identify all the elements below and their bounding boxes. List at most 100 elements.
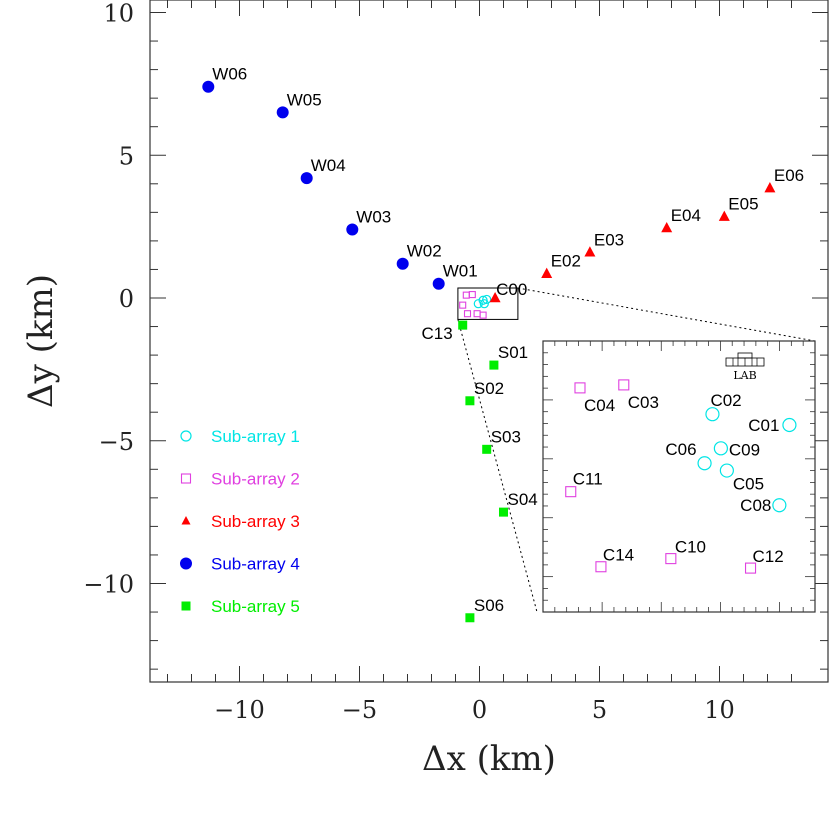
inset-point-label: C01 [748,416,779,435]
x-axis-title: Δx (km) [422,739,556,779]
data-point [465,613,475,623]
point-label: W05 [287,90,322,109]
x-tick-label: 10 [704,696,735,724]
data-point [764,182,776,193]
data-point [463,310,472,318]
inset-point-label: C09 [729,440,760,459]
inset-point-label: C04 [584,396,615,415]
point-label: E03 [594,230,624,249]
data-point [276,106,289,119]
y-tick-label: 10 [103,0,134,28]
point-label: W06 [212,65,247,84]
point-label: E02 [551,252,581,271]
inset-data-point [618,379,630,391]
main-data-points: C00E02E03E04E05E06W06W05W04W03W02W01C13S… [202,65,804,623]
inset-data-point [665,553,677,565]
zoom-box [457,287,519,320]
point-label: C13 [422,324,453,343]
inset-point-label: C08 [740,496,771,515]
plot-frame [149,0,829,683]
main-axis-ticks [150,0,828,682]
inset-frame [542,340,816,613]
data-point [499,507,508,517]
legend-label: Sub-array 2 [211,470,300,489]
inset-data-point [744,562,757,574]
x-tick-label: 5 [592,696,607,724]
inset-data-point [595,561,607,573]
y-tick-label: 5 [119,142,134,170]
inset-data-point [772,498,787,513]
data-point [489,360,499,370]
data-point [396,257,409,270]
y-tick-label: −5 [99,428,134,456]
inset-point-label: C14 [603,546,634,565]
point-label: S01 [498,343,528,362]
inset-data-point [565,486,577,498]
legend-label: Sub-array 1 [211,427,300,446]
point-label: E04 [671,206,701,225]
inset-point-label: C10 [675,538,706,557]
data-point [465,396,475,406]
data-point [479,311,487,319]
point-label: E06 [774,166,804,185]
legend-label: Sub-array 3 [211,512,300,531]
point-label: W01 [443,262,478,281]
inset-data-point [719,463,734,478]
data-point [468,291,476,299]
point-label: S04 [508,490,538,509]
data-point [584,246,596,257]
inset-data-point [782,417,797,433]
point-label: W04 [311,156,346,175]
inset-point-label: C06 [665,440,696,459]
data-point [459,301,467,309]
data-point [482,444,492,454]
y-tick-label: −10 [83,571,134,599]
data-point [346,223,359,236]
inset-point-label: C02 [710,391,741,410]
lab-label: LAB [733,369,756,382]
data-point [473,299,483,309]
inset-data-point [713,441,728,456]
point-label: W03 [356,207,391,226]
data-point [479,299,489,309]
inset-point-label: C05 [733,475,764,494]
x-tick-label: −5 [342,696,377,724]
zoom-connector-lines [457,287,816,613]
legend-marker [181,601,191,611]
data-point [300,172,313,185]
y-tick-label: 0 [119,285,134,313]
zoom-line-top [517,287,816,342]
point-label: S06 [474,596,504,615]
legend-marker [181,516,191,525]
legend-marker [180,557,192,570]
legend-marker [180,473,192,484]
data-point [541,267,553,278]
legend: Sub-array 1 Sub-array 2 Sub-array 3 Sub-arr… [180,427,300,616]
inset-point-label: C11 [573,470,603,489]
inset-data-point [574,382,586,394]
point-label: C00 [496,280,527,299]
x-tick-label: 0 [472,696,487,724]
legend-marker [180,430,192,442]
legend-label: Sub-array 4 [211,555,300,574]
point-label: W02 [407,242,442,261]
y-axis-title: Δy (km) [21,274,61,408]
lab-building-icon [725,352,765,367]
zoom-line-bottom [457,319,538,613]
inset-data-point [697,456,712,471]
data-point [202,80,215,93]
data-point [718,210,730,221]
inset-data-point [705,407,720,422]
inset-point-label: C03 [628,393,659,412]
data-point [489,291,501,303]
point-label: S02 [474,379,504,398]
point-label: S03 [491,427,521,446]
data-point [458,320,468,330]
data-point [432,277,445,290]
inset-point-label: C12 [753,547,784,566]
data-point [661,222,673,233]
legend-label: Sub-array 5 [211,597,300,616]
